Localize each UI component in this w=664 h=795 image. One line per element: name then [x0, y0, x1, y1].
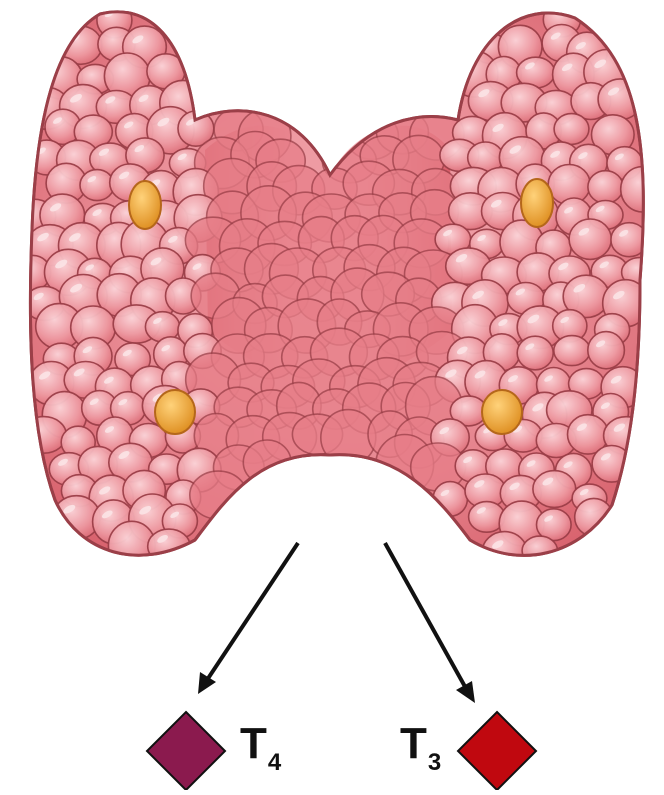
t4-diamond-icon [147, 712, 225, 790]
follicle-cell [517, 336, 553, 370]
parathyroid-nodule [482, 390, 522, 434]
follicle-highlight [32, 94, 46, 106]
t4-label: T4 [240, 722, 281, 773]
follicle-cell [588, 171, 623, 204]
follicle-cell [575, 498, 613, 536]
follicle-cell [533, 471, 576, 508]
follicle-cell [433, 482, 467, 517]
parathyroid-nodule [521, 179, 553, 227]
thyroid-gland-illustration [12, 2, 664, 573]
t3-diamond-icon [458, 712, 536, 790]
follicle-cell [80, 170, 114, 201]
thyroid-follicles [12, 2, 664, 573]
follicle-cell [569, 219, 611, 259]
follicle-cell [21, 417, 66, 454]
t3-label: T3 [400, 722, 441, 773]
follicle-cell [588, 332, 625, 369]
follicle-cell [554, 336, 590, 366]
parathyroid-nodule [155, 390, 195, 434]
arrow-right-icon [385, 543, 475, 703]
follicle-cell [554, 114, 589, 145]
parathyroid-nodule [129, 181, 161, 229]
arrow-left-icon [198, 543, 298, 694]
